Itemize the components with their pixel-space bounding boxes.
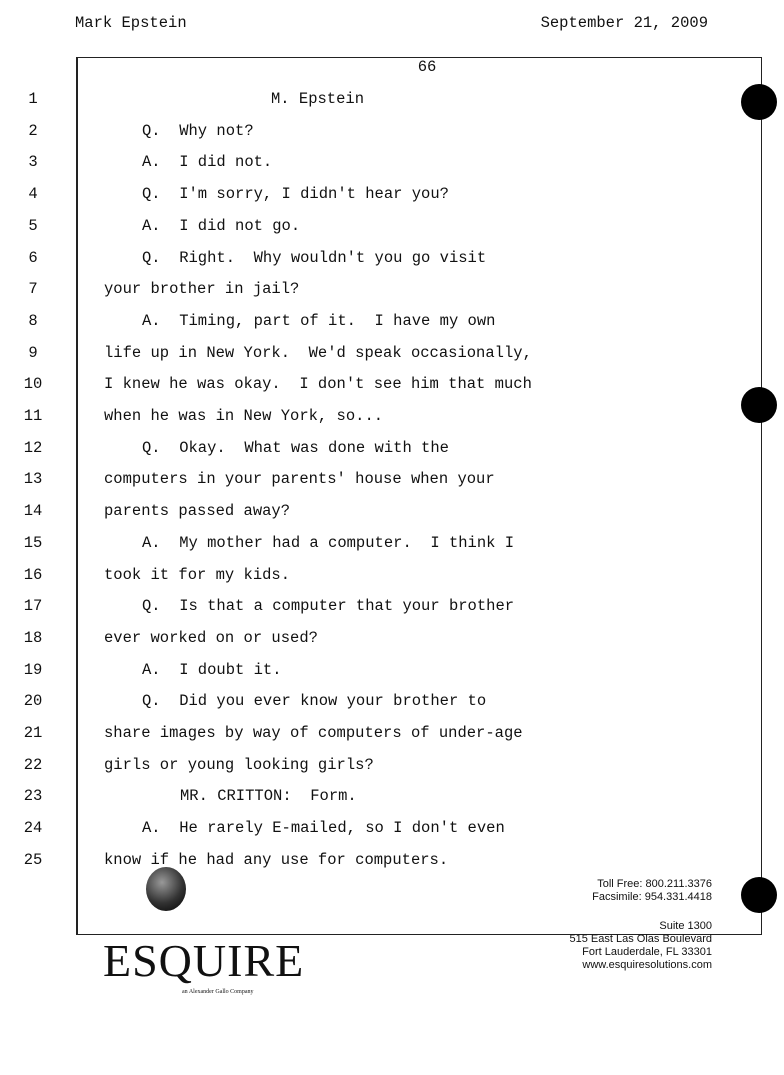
transcript-line: A. I doubt it. (142, 660, 282, 679)
transcript-frame (76, 57, 762, 935)
transcript-line: share images by way of computers of unde… (104, 724, 523, 742)
transcript-line: A. My mother had a computer. I think I (142, 533, 515, 552)
line-number: 6 (28, 248, 38, 267)
line-number: 19 (23, 660, 43, 679)
transcript-line: MR. CRITTON: Form. (180, 787, 357, 806)
witness-name: Mark Epstein (75, 14, 187, 32)
line-number: 9 (28, 343, 38, 362)
transcript-line: ever worked on or used? (104, 628, 318, 647)
deposition-date: September 21, 2009 (540, 14, 708, 32)
transcript-line: Q. I'm sorry, I didn't hear you? (142, 185, 449, 204)
line-number: 22 (23, 755, 43, 774)
transcript-line: Q. Did you ever know your brother to (142, 692, 487, 711)
transcript-line: Q. Right. Why wouldn't you go visit (142, 248, 487, 267)
transcript-line: your brother in jail? (104, 280, 300, 299)
line-number: 21 (23, 724, 43, 742)
line-number: 23 (23, 787, 43, 806)
line-number: 7 (28, 280, 38, 299)
esquire-logo-text: ESQUIRE (103, 935, 305, 986)
transcript-line: A. I did not. (142, 153, 273, 172)
line-number: 10 (23, 375, 43, 394)
transcript-line: I knew he was okay. I don't see him that… (104, 375, 532, 394)
transcript-line: M. Epstein (271, 90, 365, 108)
transcript-line: A. I did not go. (142, 216, 301, 235)
transcript-line: girls or young looking girls? (104, 755, 374, 774)
transcript-line: took it for my kids. (104, 565, 291, 584)
punch-hole-icon (741, 387, 777, 423)
page-number: 66 (417, 58, 437, 76)
suite: Suite 1300 (659, 920, 712, 932)
street: 515 East Las Olas Boulevard (569, 933, 712, 945)
toll-free: Toll Free: 800.211.3376 (597, 878, 712, 890)
punch-hole-icon (741, 84, 777, 120)
transcript-line: computers in your parents' house when yo… (104, 470, 495, 489)
esquire-logo-icon (146, 867, 186, 911)
line-number: 15 (23, 533, 43, 552)
contact-phones: Toll Free: 800.211.3376 Facsimile: 954.3… (592, 878, 712, 904)
transcript-line: Q. Why not? (142, 121, 254, 140)
transcript-line: when he was in New York, so... (104, 407, 384, 425)
line-number: 4 (28, 185, 38, 204)
transcript-line: A. Timing, part of it. I have my own (142, 311, 496, 330)
line-number: 17 (23, 597, 43, 616)
line-number: 12 (23, 438, 43, 457)
website[interactable]: www.esquiresolutions.com (582, 959, 712, 971)
transcript-line: know if he had any use for computers. (104, 850, 449, 869)
line-number: 5 (28, 216, 38, 235)
transcript-line: parents passed away? (104, 502, 291, 521)
line-number: 16 (23, 565, 43, 584)
line-number: 13 (23, 470, 43, 489)
line-number: 24 (23, 819, 43, 838)
line-number: 1 (28, 90, 38, 108)
line-number: 14 (23, 502, 43, 521)
facsimile: Facsimile: 954.331.4418 (592, 891, 712, 903)
esquire-logo-subtext: an Alexander Gallo Company (182, 989, 254, 995)
transcript-line: life up in New York. We'd speak occasion… (104, 343, 532, 362)
punch-hole-icon (741, 877, 777, 913)
contact-address: Suite 1300 515 East Las Olas Boulevard F… (570, 920, 712, 972)
city: Fort Lauderdale, FL 33301 (582, 946, 712, 958)
transcript-line: A. He rarely E-mailed, so I don't even (142, 819, 505, 838)
transcript-line: Q. Is that a computer that your brother (142, 597, 515, 616)
transcript-line: Q. Okay. What was done with the (142, 438, 449, 457)
line-number: 3 (28, 153, 38, 172)
line-number: 18 (23, 628, 43, 647)
line-number: 25 (23, 850, 43, 869)
line-number: 8 (28, 311, 38, 330)
line-number: 2 (28, 121, 38, 140)
line-number: 20 (23, 692, 43, 711)
line-number: 11 (23, 407, 43, 425)
